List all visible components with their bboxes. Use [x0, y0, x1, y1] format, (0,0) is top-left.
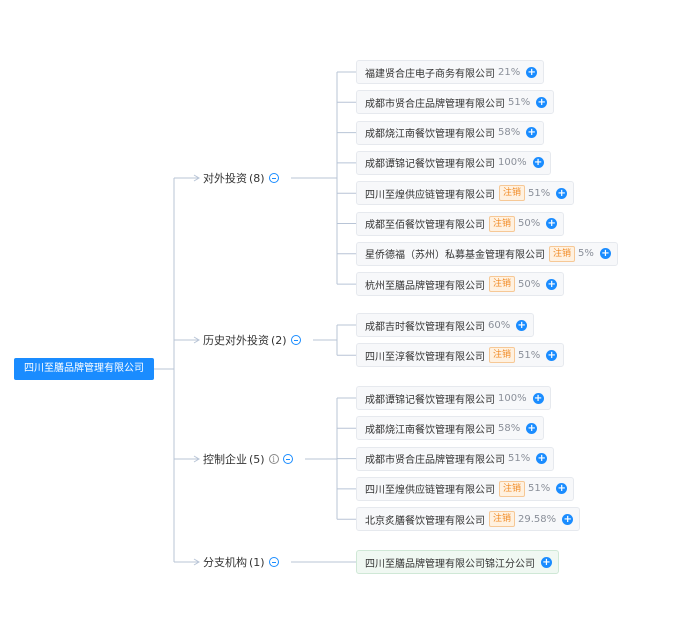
company-name: 成都市贤合庄品牌管理有限公司 — [365, 98, 505, 110]
branch-count: (2) — [271, 333, 287, 347]
branch-2[interactable]: 控制企业(5)i — [203, 450, 293, 468]
cancelled-status-badge: 注销 — [489, 215, 516, 232]
company-name: 成都吉时餐饮管理有限公司 — [365, 321, 485, 333]
company-name: 北京炙膳餐饮管理有限公司 — [365, 515, 485, 527]
branch-0[interactable]: 对外投资(8) — [203, 169, 279, 187]
company-name: 成都烧江南餐饮管理有限公司 — [365, 129, 495, 141]
company-name: 福建贤合庄电子商务有限公司 — [365, 68, 495, 80]
company-name: 四川至膳品牌管理有限公司锦江分公司 — [365, 558, 535, 570]
branch-label: 控制企业 — [203, 453, 247, 466]
expand-plus-icon[interactable]: + — [526, 422, 538, 434]
branch-1[interactable]: 历史对外投资(2) — [203, 331, 301, 349]
share-percentage: 5% — [578, 248, 594, 260]
expand-plus-icon[interactable]: + — [526, 127, 538, 139]
expand-plus-icon[interactable]: + — [556, 483, 568, 495]
arrow-head-icon — [193, 455, 200, 463]
share-percentage: 51% — [518, 349, 541, 361]
company-name: 四川至煌供应链管理有限公司 — [365, 485, 495, 497]
collapse-minus-icon[interactable] — [268, 557, 279, 567]
cancelled-status-badge: 注销 — [499, 185, 526, 202]
branch-count: (1) — [249, 555, 265, 569]
arrow-head-icon — [193, 558, 200, 566]
branch-3[interactable]: 分支机构(1) — [203, 553, 279, 571]
cancelled-status-badge: 注销 — [489, 276, 516, 293]
company-name: 星侨德福（苏州）私募基金管理有限公司 — [365, 250, 545, 262]
cancelled-status-badge: 注销 — [489, 347, 516, 364]
company-name: 成都烧江南餐饮管理有限公司 — [365, 424, 495, 436]
collapse-minus-icon[interactable] — [290, 335, 301, 345]
branch-label: 分支机构 — [203, 556, 247, 569]
branch-count: (5) — [249, 452, 265, 466]
company-name: 成都市贤合庄品牌管理有限公司 — [365, 455, 505, 467]
arrow-head-icon — [193, 336, 200, 344]
share-percentage: 21% — [498, 66, 521, 78]
share-percentage: 51% — [508, 453, 531, 465]
share-percentage: 51% — [508, 96, 531, 108]
root-company-node[interactable]: 四川至膳品牌管理有限公司 — [14, 358, 154, 380]
share-percentage: 29.58% — [518, 513, 557, 525]
expand-plus-icon[interactable]: + — [516, 319, 528, 331]
arrow-head-icon — [193, 174, 200, 182]
share-percentage: 51% — [528, 187, 551, 199]
branch-label: 对外投资 — [203, 172, 247, 185]
expand-plus-icon[interactable]: + — [546, 278, 558, 290]
company-node[interactable]: 四川至膳品牌管理有限公司锦江分公司 + — [356, 550, 559, 574]
share-percentage: 100% — [498, 392, 527, 404]
expand-plus-icon[interactable]: + — [541, 556, 552, 568]
expand-plus-icon[interactable]: + — [532, 392, 544, 404]
expand-plus-icon[interactable]: + — [536, 453, 548, 465]
company-name: 成都谭锦记餐饮管理有限公司 — [365, 159, 495, 171]
expand-plus-icon[interactable]: + — [556, 187, 568, 199]
company-name: 四川至淳餐饮管理有限公司 — [365, 351, 485, 363]
company-name: 成都至佰餐饮管理有限公司 — [365, 220, 485, 231]
branch-label: 历史对外投资 — [203, 334, 269, 347]
share-percentage: 50% — [518, 218, 541, 229]
cancelled-status-badge: 注销 — [489, 511, 516, 528]
share-percentage: 50% — [518, 278, 541, 290]
share-percentage: 60% — [488, 319, 511, 331]
expand-plus-icon[interactable]: + — [536, 96, 548, 108]
company-name: 杭州至膳品牌管理有限公司 — [365, 280, 485, 292]
company-name: 四川至煌供应链管理有限公司 — [365, 189, 495, 201]
branch-count: (8) — [249, 171, 265, 185]
cancelled-status-badge: 注销 — [549, 245, 576, 262]
cancelled-status-badge: 注销 — [499, 480, 526, 497]
expand-plus-icon[interactable]: + — [526, 66, 538, 78]
share-percentage: 58% — [498, 422, 521, 434]
share-percentage: 51% — [528, 483, 551, 495]
company-name: 成都谭锦记餐饮管理有限公司 — [365, 394, 495, 406]
share-percentage: 58% — [498, 127, 521, 139]
collapse-minus-icon[interactable] — [268, 173, 279, 183]
expand-plus-icon[interactable]: + — [562, 513, 574, 525]
info-icon[interactable]: i — [268, 454, 279, 464]
expand-plus-icon[interactable]: + — [546, 349, 558, 361]
collapse-minus-icon[interactable] — [282, 454, 293, 464]
expand-plus-icon[interactable]: + — [546, 218, 558, 229]
share-percentage: 100% — [498, 157, 527, 169]
expand-plus-icon[interactable]: + — [599, 248, 611, 260]
expand-plus-icon[interactable]: + — [532, 157, 544, 169]
